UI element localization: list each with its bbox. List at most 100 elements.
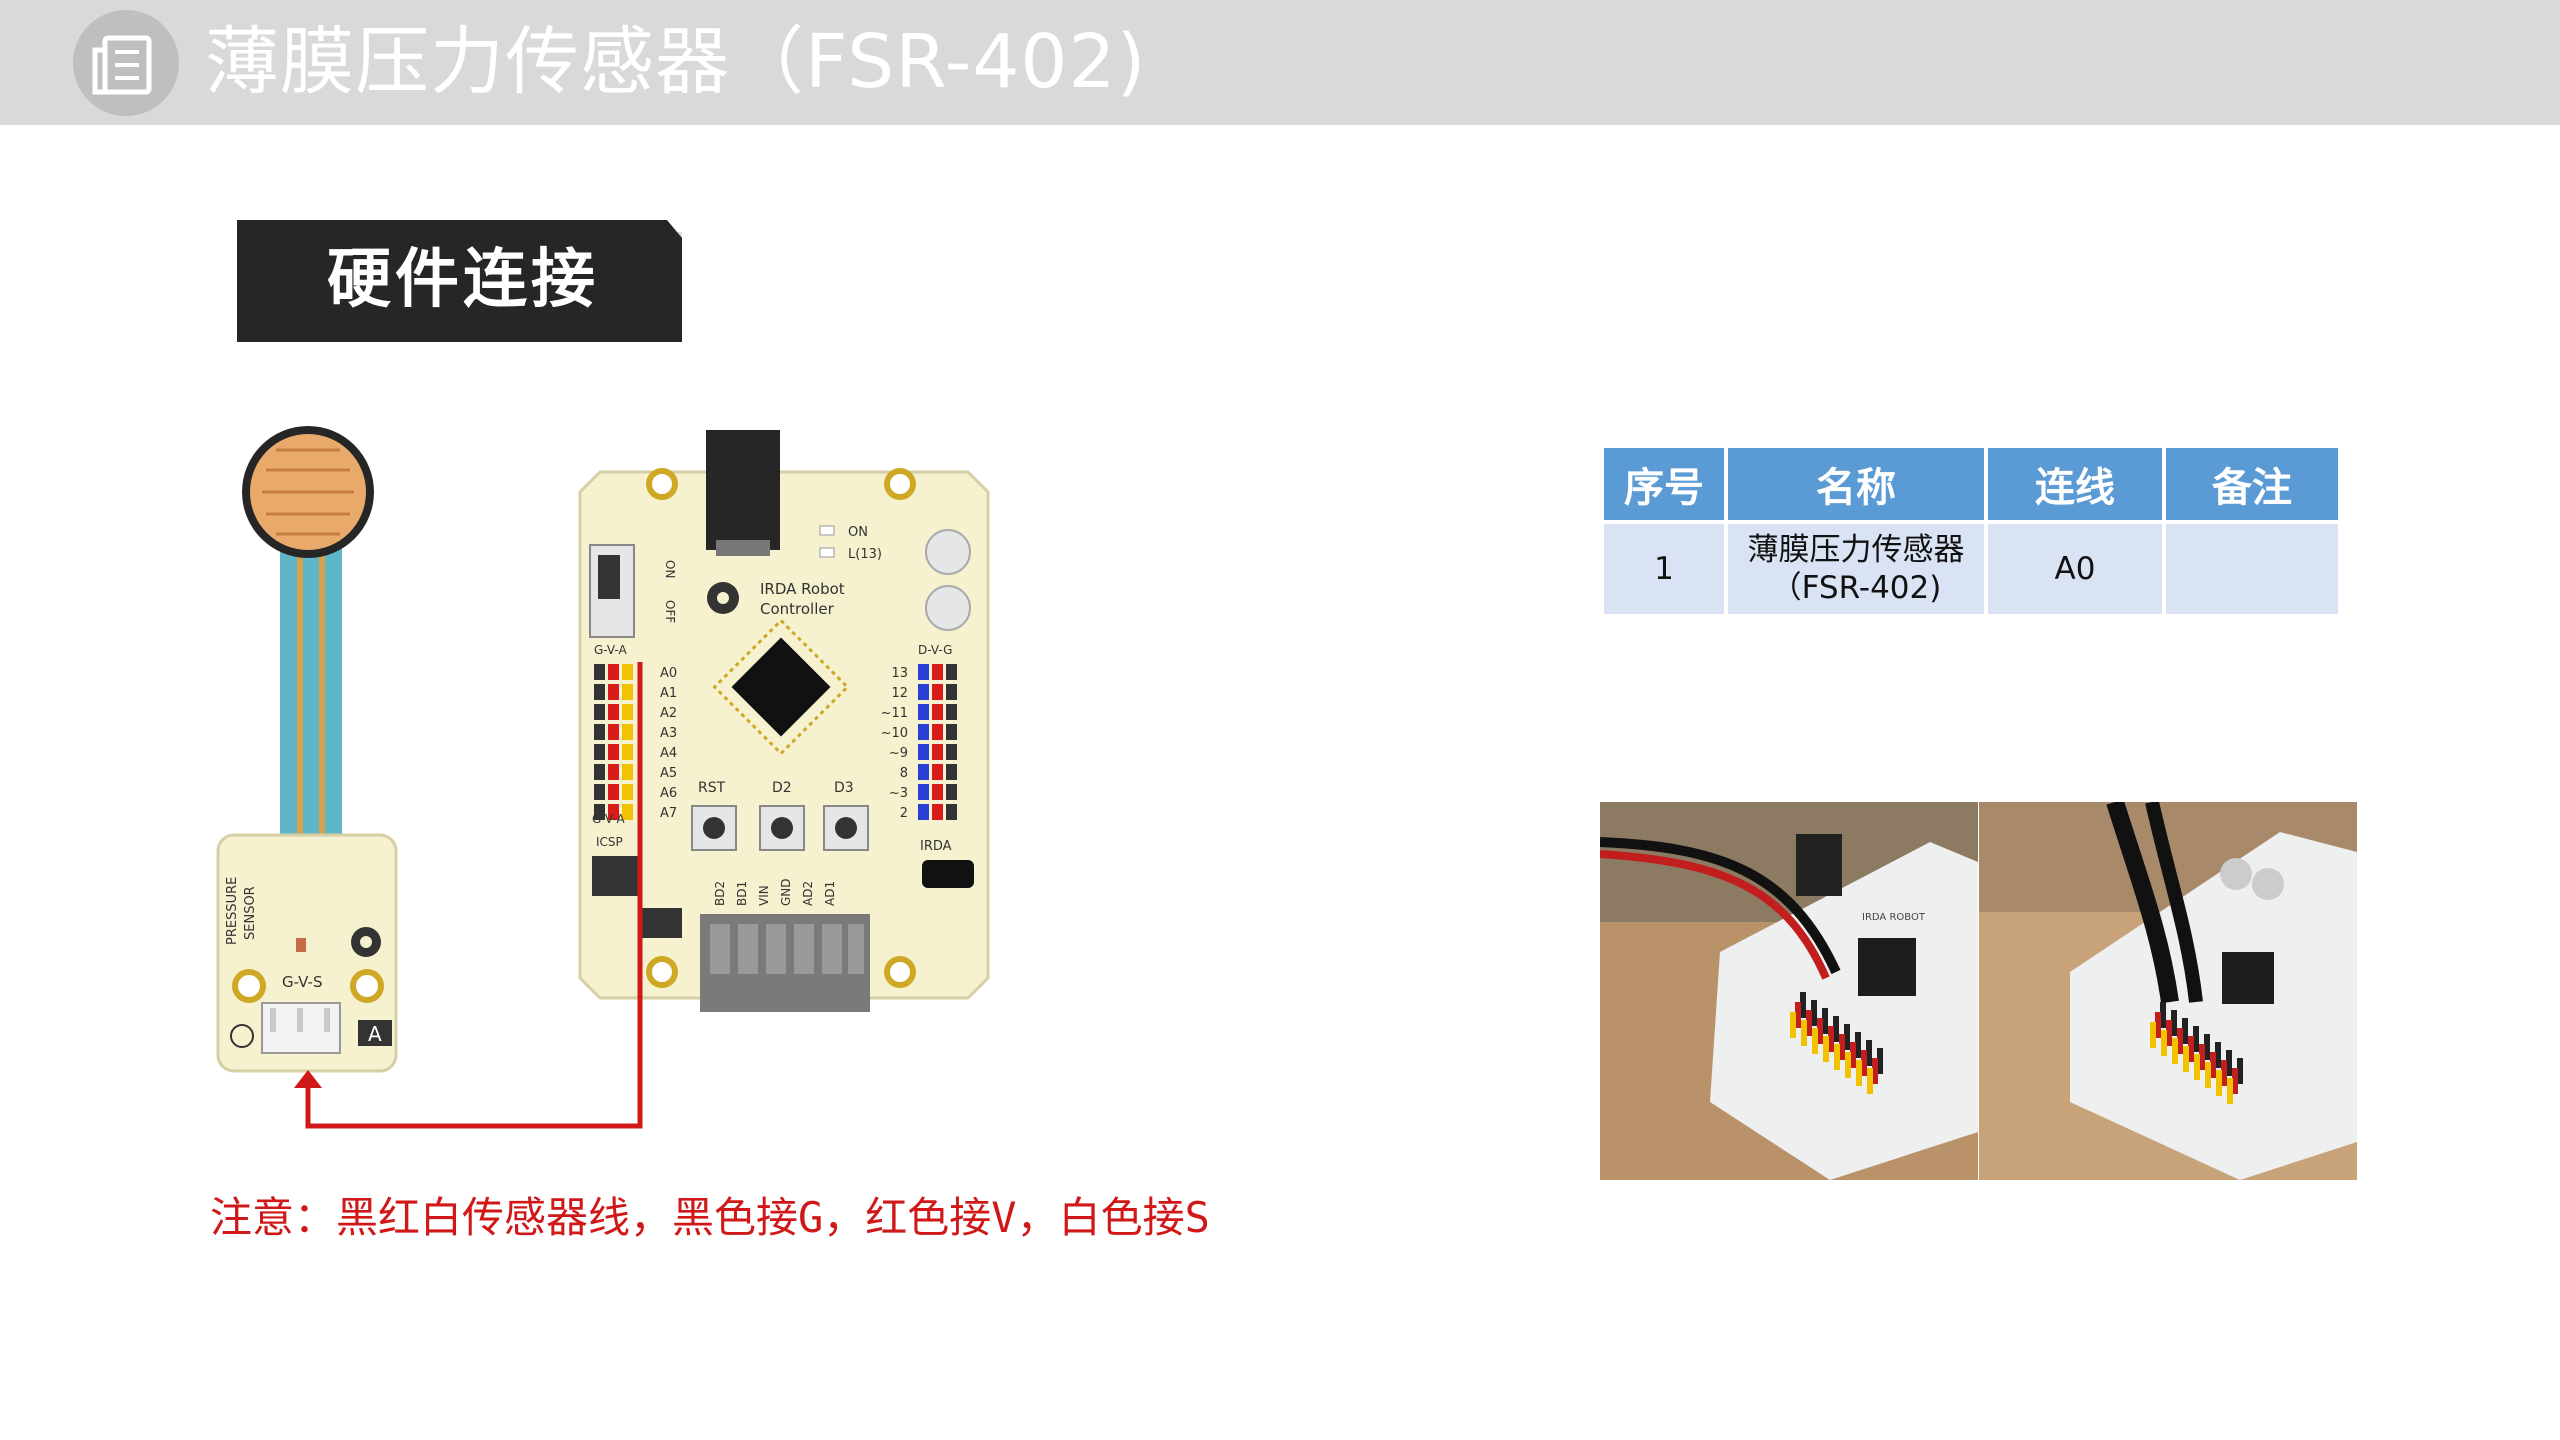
left-footer-label: G-V-A [592, 812, 625, 826]
photo-header-pin [2160, 1002, 2166, 1028]
right-header-pin [946, 704, 957, 720]
bottom-pin-label: VIN [757, 885, 771, 906]
right-header-pin [918, 704, 929, 720]
photo-header-pin [2155, 1012, 2161, 1038]
photo-header-pin [1801, 1020, 1807, 1046]
left-header-pin [594, 704, 605, 720]
right-header-pin [932, 684, 943, 700]
photo-header-pin [1828, 1026, 1834, 1052]
left-header-pin [608, 684, 619, 700]
left-header-pin [622, 764, 633, 780]
photo-header-pin [1867, 1068, 1873, 1094]
photo-header-pin [1833, 1016, 1839, 1042]
cell-name-line2: （FSR-402) [1770, 570, 1942, 606]
photo-header-pin [1790, 1012, 1796, 1038]
bottom-pin-label: BD1 [735, 881, 749, 906]
table-row: 1 薄膜压力传感器 （FSR-402) A0 [1604, 524, 2338, 614]
photo-header-pin [2193, 1026, 2199, 1052]
photo-header-pin [2216, 1070, 2222, 1096]
photo-header-pin [1800, 992, 1806, 1018]
photo-header-pin [1839, 1034, 1845, 1060]
analog-pin-label: A1 [660, 686, 677, 701]
bottom-pin-label: AD2 [801, 881, 815, 906]
right-header-pin [918, 724, 929, 740]
document-icon [73, 10, 179, 116]
photo-header-pin [2171, 1010, 2177, 1036]
left-header-pin [622, 664, 633, 680]
photo-header-pin [1866, 1040, 1872, 1066]
left-header-pin [608, 804, 619, 820]
wiring-note: 注意：黑红白传感器线，黑色接G，红色接V，白色接S [210, 1193, 1210, 1242]
photo-header-pin [2204, 1034, 2210, 1060]
photo-header-pin [1806, 1010, 1812, 1036]
digital-pin-label: 8 [900, 766, 908, 781]
right-header-pin [918, 784, 929, 800]
photo-header-pin [2232, 1068, 2238, 1094]
right-header-pin [946, 784, 957, 800]
left-header-pin [608, 744, 619, 760]
right-header-pin [946, 764, 957, 780]
section-badge: 硬件连接 [237, 220, 682, 342]
right-header-pin [946, 804, 957, 820]
right-header-pin [918, 664, 929, 680]
photo-header-pin [2221, 1060, 2227, 1086]
icsp-header [592, 856, 642, 896]
right-header-label: D-V-G [918, 643, 952, 657]
section-title: 硬件连接 [327, 243, 599, 317]
right-header-pin [918, 804, 929, 820]
analog-pin-label: A6 [660, 786, 677, 801]
right-header-pin [946, 724, 957, 740]
analog-pin-label: A3 [660, 726, 677, 741]
left-header-pin [594, 684, 605, 700]
bottom-pin-label: AD1 [823, 881, 837, 906]
photo-header-pin [1817, 1018, 1823, 1044]
right-header-pin [932, 664, 943, 680]
photo-header-pin [1844, 1024, 1850, 1050]
photo-header-pin [2161, 1030, 2167, 1056]
btn-d3-label: D3 [834, 780, 854, 796]
right-header-pin [946, 684, 957, 700]
photo-header-pin [1811, 1000, 1817, 1026]
irda-label: IRDA [920, 839, 952, 854]
photo-header-pin [2226, 1050, 2232, 1076]
photo-header-pin [2188, 1036, 2194, 1062]
photo-header-pin [1812, 1028, 1818, 1054]
bottom-pin-label: BD2 [713, 881, 727, 906]
analog-pin-label: A0 [660, 666, 677, 681]
left-header-pin [594, 744, 605, 760]
photo-header-pin [2210, 1052, 2216, 1078]
led-l13-label: L(13) [848, 547, 882, 562]
photo-header-pin [1834, 1044, 1840, 1070]
photo-header-pin [1855, 1032, 1861, 1058]
col-index: 序号 [1604, 448, 1724, 520]
btn-rst-label: RST [698, 780, 726, 796]
photo-header-pin [1850, 1042, 1856, 1068]
photo-header-pin [2215, 1042, 2221, 1068]
digital-pin-label: ~11 [881, 706, 908, 721]
left-header-pin [608, 764, 619, 780]
photo-header-pin [1845, 1052, 1851, 1078]
gear-icon [351, 927, 381, 957]
photo-header-pin [2166, 1020, 2172, 1046]
board-name-line1: IRDA Robot [760, 580, 845, 598]
wiring-table: 序号 名称 连线 备注 1 薄膜压力传感器 （FSR-402) A0 [1600, 444, 2342, 618]
switch-on: ON [663, 560, 677, 578]
left-header-pin [608, 784, 619, 800]
digital-pin-label: ~10 [881, 726, 908, 741]
photo-header-pin [2177, 1028, 2183, 1054]
photo-header-pin [2194, 1054, 2200, 1080]
right-header-pin [918, 744, 929, 760]
left-header-pin [622, 744, 633, 760]
analog-pin-label: A5 [660, 766, 677, 781]
left-header-pin [594, 724, 605, 740]
col-name: 名称 [1728, 448, 1984, 520]
col-pin: 连线 [1988, 448, 2162, 520]
type-badge: A [368, 1022, 382, 1046]
analog-pin-label: A7 [660, 806, 677, 821]
controller-board: ON OFF ON L(13) IRDA Robot Controller G-… [578, 430, 990, 1012]
cell-remark [2166, 524, 2338, 614]
right-header-pin [932, 704, 943, 720]
digital-pin-label: ~9 [889, 746, 908, 761]
left-header-pin [622, 724, 633, 740]
photo-header-pin [2237, 1058, 2243, 1084]
